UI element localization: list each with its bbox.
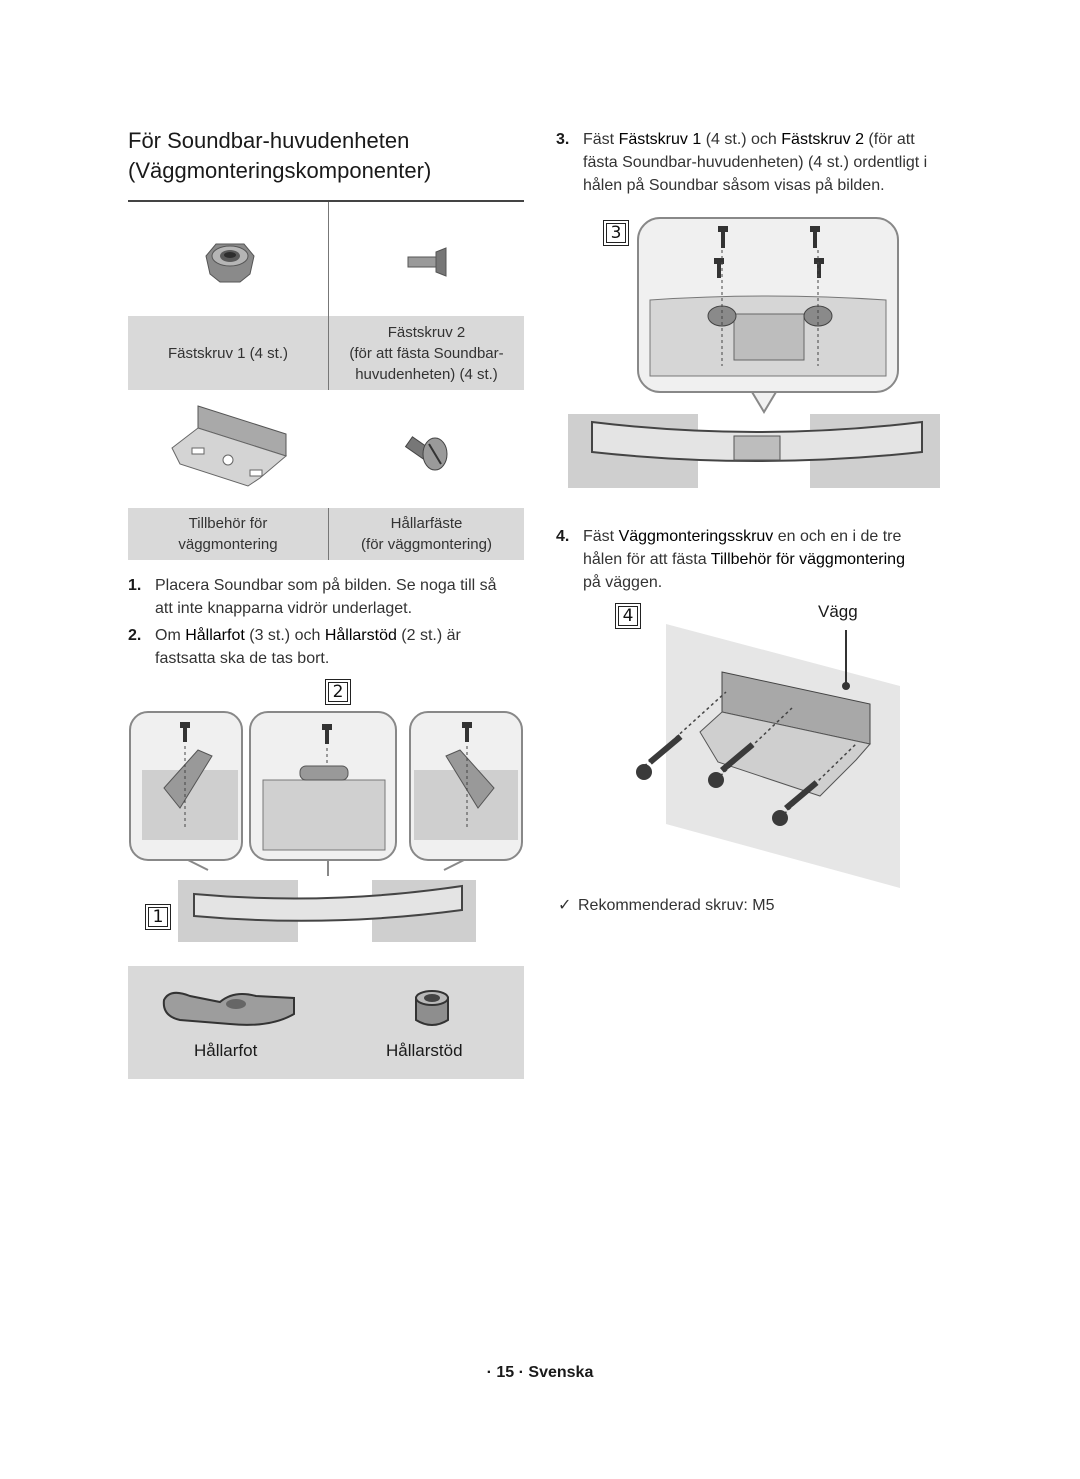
step-2: 2. Om Hållarfot (3 st.) och Hållarstöd (…	[128, 624, 528, 670]
label-wall-mount-accessory: Tillbehör för väggmontering	[128, 508, 328, 560]
step-4-mid-1: en och en i de tre	[773, 528, 902, 545]
figure-2-badge: 2	[325, 679, 351, 705]
step-3-term-screw-1: Fästskruv 1	[618, 131, 702, 148]
holder-support-icon	[415, 990, 449, 1026]
mounting-screw-2-icon	[407, 247, 447, 277]
holder-foot-icon	[162, 991, 295, 1026]
step-3-line-2: fästa Soundbar-huvudenheten) (4 st.) ord…	[583, 154, 928, 171]
figure-3-badge: 3	[603, 220, 629, 246]
parts-table: Fästskruv 1 (4 st.) Fästskruv 2 (för att…	[128, 200, 524, 560]
holder-bracket-label-line1: Hållarfäste	[390, 515, 463, 532]
mounting-screw-2-label-line2: (för att fästa Soundbar-	[349, 344, 504, 362]
attach-screws-illustration	[568, 217, 940, 488]
step-3-mid-2: (för att	[863, 131, 915, 148]
mounting-screw-1-label: Fästskruv 1 (4 st.)	[167, 344, 289, 362]
holder-foot-label: Hållarfot	[194, 1041, 258, 1060]
checkmark-icon: ✓	[558, 897, 572, 914]
heading-line-1: För Soundbar-huvudenheten	[128, 128, 410, 153]
step-2-pre: Om	[155, 627, 186, 644]
figure-4-badge: 4	[615, 603, 641, 629]
wall-accessory-label-line2: väggmontering	[178, 536, 278, 553]
label-holder-bracket: Hållarfäste (för väggmontering)	[329, 508, 524, 560]
step-2-line-2: fastsatta ska de tas bort.	[155, 650, 330, 667]
step-3-mid-1: (4 st.) och	[701, 131, 782, 148]
step-1-line-2: att inte knapparna vidrör underlaget.	[155, 600, 413, 617]
step-2-term-hallarstod: Hållarstöd	[324, 627, 397, 644]
step-3-line-1: Fäst Fästskruv 1 (4 st.) och Fästskruv 2…	[583, 128, 956, 151]
step-2-mid-1: (3 st.) och	[244, 627, 325, 644]
step-4-term-wall-accessory: Tillbehör för väggmontering	[710, 551, 905, 568]
removed-parts-panel: Hållarfot Hållarstöd	[128, 966, 524, 1079]
step-4-pre: Fäst	[583, 528, 619, 545]
step-3: 3. Fäst Fästskruv 1 (4 st.) och Fästskru…	[556, 128, 956, 197]
wall-label: Vägg	[818, 602, 858, 621]
note-text: Rekommenderad skruv: M5	[578, 897, 775, 914]
step-2-number: 2.	[128, 627, 142, 644]
step-4-line-1: Fäst Väggmonteringsskruv en och en i de …	[583, 525, 956, 548]
remove-feet-illustration	[129, 711, 523, 942]
step-3-line-3: hålen på Soundbar såsom visas på bilden.	[583, 177, 885, 194]
section-heading: För Soundbar-huvudenheten (Väggmontering…	[128, 126, 528, 186]
step-1: 1. Placera Soundbar som på bilden. Se no…	[128, 574, 528, 620]
step-1-line-1: Placera Soundbar som på bilden. Se noga …	[155, 577, 497, 594]
step-4: 4. Fäst Väggmonteringsskruv en och en i …	[556, 525, 956, 594]
wall-mount-illustration	[636, 624, 900, 888]
step-3-number: 3.	[556, 131, 570, 148]
step-2-term-hallarfot: Hållarfot	[185, 627, 245, 644]
step-3-term-screw-2: Fästskruv 2	[781, 131, 864, 148]
mounting-screw-1-icon	[205, 243, 255, 283]
step-2-mid-2: (2 st.) är	[396, 627, 461, 644]
mounting-screw-2-label-line3: huvudenheten) (4 st.)	[355, 365, 498, 383]
step-4-term-wall-screw: Väggmonteringsskruv	[618, 528, 774, 545]
step-4-line-2: hålen för att fästa Tillbehör för väggmo…	[583, 548, 956, 571]
heading-line-2: (Väggmonteringskomponenter)	[128, 158, 432, 183]
holder-bracket-label-line2: (för väggmontering)	[361, 536, 492, 553]
step-4-number: 4.	[556, 528, 570, 545]
page-footer: · 15 · Svenska	[486, 1364, 594, 1381]
figure-1-badge: 1	[145, 904, 171, 930]
label-mounting-screw-1: Fästskruv 1 (4 st.)	[128, 316, 328, 390]
holder-support-label: Hållarstöd	[386, 1041, 463, 1060]
label-mounting-screw-2: Fästskruv 2 (för att fästa Soundbar- huv…	[329, 316, 524, 390]
wall-mount-bracket-icon	[171, 405, 288, 487]
recommended-screw-note: ✓ Rekommenderad skruv: M5	[558, 895, 775, 915]
parts-row1-images	[128, 202, 524, 316]
step-2-line-1: Om Hållarfot (3 st.) och Hållarstöd (2 s…	[155, 624, 528, 647]
parts-row2-images	[128, 390, 524, 508]
holder-screw-icon	[404, 436, 448, 471]
step-1-number: 1.	[128, 577, 142, 594]
step-4-line-3: på väggen.	[583, 574, 663, 591]
wall-accessory-label-line1: Tillbehör för	[188, 515, 268, 532]
step-4-line-2-pre: hålen för att fästa	[583, 551, 711, 568]
step-3-pre: Fäst	[583, 131, 619, 148]
table-column-divider	[328, 202, 329, 560]
mounting-screw-2-label-line1: Fästskruv 2	[387, 323, 466, 341]
